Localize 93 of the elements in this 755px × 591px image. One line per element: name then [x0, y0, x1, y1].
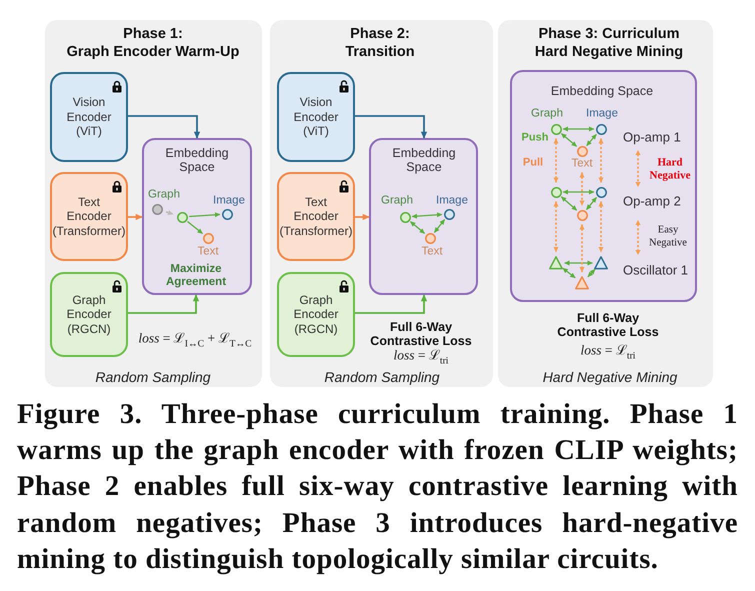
panel-title: Phase 1: Graph Encoder Warm-Up [66, 25, 240, 61]
arrow [355, 294, 428, 314]
sampling-label: Random Sampling [324, 368, 440, 386]
encoder-label: Text Encoder (Transformer) [52, 194, 126, 238]
double-arrow [562, 190, 594, 194]
embedding-point [596, 186, 606, 198]
encoder-box [50, 72, 128, 162]
point-label: Text [421, 245, 443, 259]
embedding-point [152, 204, 162, 214]
phase-panel [270, 20, 493, 387]
encoder-label: Vision Encoder (ViT) [66, 95, 112, 139]
double-arrow [412, 212, 442, 219]
embedding-point [176, 212, 188, 222]
point-label: Image [586, 107, 618, 121]
easy-negative-label: Easy Negative [649, 224, 687, 250]
circuit-label: Oscillator 1 [623, 264, 688, 278]
space-title: Embedding Space [550, 84, 654, 98]
arrow [128, 294, 200, 314]
loss-formula: loss = ℒ$_{tri}$ [580, 342, 636, 362]
encoder-label: Graph Encoder (RGCN) [294, 292, 338, 336]
point-label: Text [571, 157, 593, 171]
phase-panel [45, 20, 262, 387]
point-label: Image [436, 194, 468, 208]
embedding-point [596, 124, 606, 134]
arrow [189, 212, 220, 218]
triangle-point [594, 256, 608, 270]
double-arrow [410, 221, 425, 234]
loss-formula: loss = ℒ$_{I↔C}$ + ℒ$_{T↔C}$ [138, 330, 252, 350]
embedding-point [400, 212, 410, 222]
push-label: Push [522, 132, 548, 144]
double-arrow [560, 196, 578, 211]
circuit-label: Op-amp 1 [623, 130, 681, 146]
dashed-double-arrow [598, 138, 604, 184]
dashed-arrow [166, 210, 174, 215]
point-label: Graph [381, 194, 413, 208]
pull-label: Pull [522, 156, 544, 170]
sampling-label: Random Sampling [95, 368, 211, 386]
agreement-label: Maximize Agreement [166, 263, 226, 288]
embedding-point [444, 208, 454, 220]
point-label: Text [197, 245, 219, 259]
embedding-point [222, 208, 232, 220]
space-title: Embedding Space [165, 146, 229, 174]
space-title: Embedding Space [392, 146, 456, 174]
point-label: Graph [148, 188, 180, 202]
encoder-label: Vision Encoder (ViT) [294, 95, 338, 139]
loss-heading: Full 6-Way Contrastive Loss [557, 311, 659, 339]
triangle-point [549, 256, 563, 270]
dashed-double-arrow [580, 224, 584, 273]
embedding-space-box [369, 138, 478, 295]
sampling-label: Hard Negative Mining [542, 368, 678, 386]
double-arrow [434, 219, 446, 233]
dashed-double-arrow [554, 200, 558, 253]
arrow [355, 115, 428, 139]
phase-panel [498, 20, 713, 387]
loss-formula: loss = ℒ$_{tri}$ [393, 348, 449, 366]
dashed-double-arrow [554, 138, 558, 184]
double-arrow [562, 268, 576, 278]
double-arrow [587, 268, 596, 278]
double-arrow [561, 133, 577, 147]
point-label: Image [213, 194, 245, 208]
triangle-point [575, 276, 589, 290]
arrow [128, 214, 143, 220]
arrow [355, 214, 370, 220]
encoder-label: Graph Encoder (RGCN) [66, 292, 112, 336]
arrow [128, 115, 200, 139]
arrow [187, 220, 203, 234]
dashed-double-arrow [580, 172, 584, 206]
embedding-point [202, 232, 214, 244]
encoder-box [50, 272, 128, 357]
encoder-box [277, 72, 355, 162]
loss-heading: Full 6-Way Contrastive Loss [370, 320, 472, 348]
embedding-point [550, 124, 562, 134]
embedding-point [550, 186, 562, 198]
embedding-point [576, 146, 588, 156]
double-arrow [586, 134, 597, 146]
embedding-space-box [142, 138, 252, 295]
circuit-label: Op-amp 2 [623, 194, 681, 210]
panel-title: Phase 3: Curriculum Hard Negative Mining [534, 25, 684, 61]
embedding-space-box [510, 70, 697, 302]
encoder-box [277, 172, 355, 261]
encoder-label: Text Encoder (Transformer) [280, 194, 352, 238]
embedding-point [424, 232, 436, 244]
hard-negative-label: Hard Negative [650, 156, 690, 182]
double-arrow [562, 126, 594, 132]
encoder-box [50, 172, 128, 261]
encoder-box [277, 272, 355, 357]
double-arrow [564, 260, 593, 266]
figure-caption: Figure 3. Three-phase curriculum training. Phase 1 warms up the graph encoder with frozen CLIP weights; Phase 2 enables full six-way contrastive learning with random negatives; Phase 3 introduces hard-negative mining to distinguish topologically similar circuits. [17, 398, 738, 577]
point-label: Graph [531, 107, 563, 121]
double-arrow [586, 197, 597, 210]
embedding-point [576, 210, 588, 220]
panel-title: Phase 2: Transition [345, 25, 415, 61]
dashed-double-arrow [598, 200, 604, 253]
